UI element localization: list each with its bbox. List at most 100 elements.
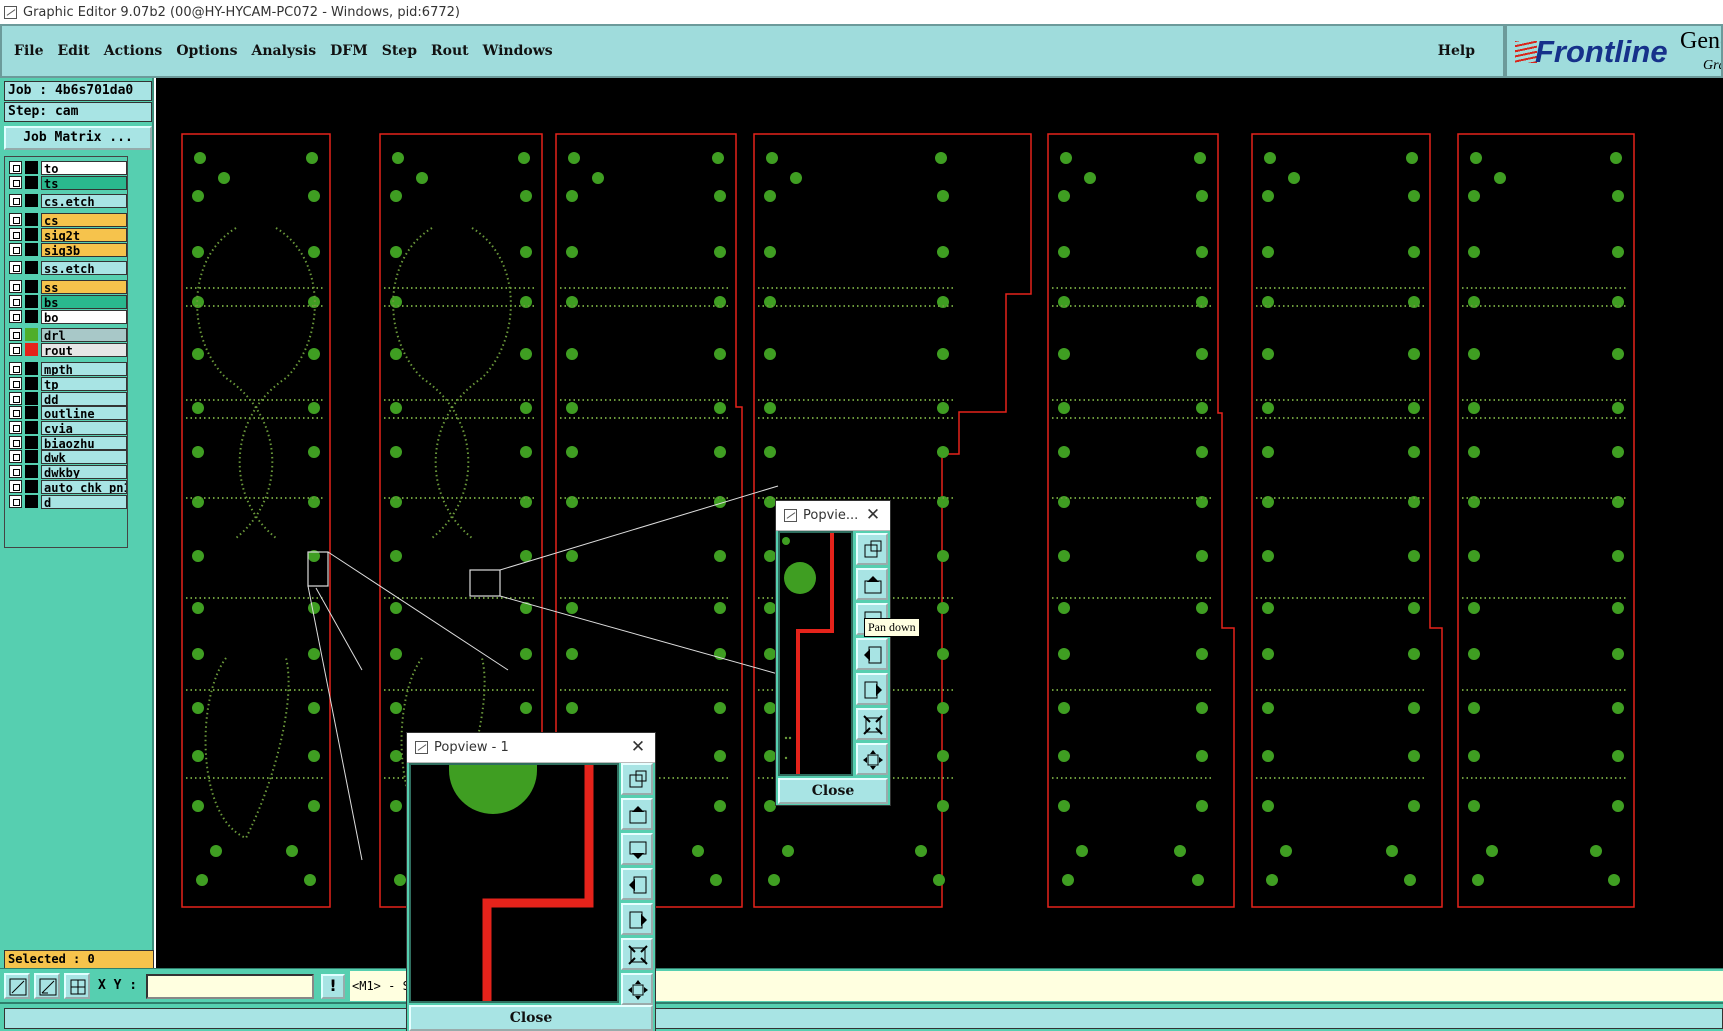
layer-row-dwk[interactable]: dwk (7, 449, 127, 464)
layer-row-rout[interactable]: rout (7, 342, 127, 357)
layer-color-swatch[interactable] (25, 450, 38, 463)
layer-name[interactable]: to (41, 160, 127, 175)
layer-color-swatch[interactable] (25, 362, 38, 375)
close-icon[interactable]: ✕ (630, 737, 646, 757)
layer-row-biaozhu[interactable]: biaozhu (7, 435, 127, 450)
window-titlebar[interactable]: Graphic Editor 9.07b2 (00@HY-HYCAM-PC072… (0, 0, 1723, 24)
zoom-in-button[interactable] (856, 533, 888, 565)
layer-color-swatch[interactable] (25, 377, 38, 390)
layer-name[interactable]: ts (41, 175, 127, 190)
layer-name[interactable]: ss (41, 279, 127, 294)
layer-row-ss-etch[interactable]: ss.etch (7, 260, 127, 275)
layer-checkbox[interactable] (9, 495, 22, 508)
popview-small-titlebar[interactable]: Popvie... (776, 501, 890, 531)
layer-name[interactable]: cs (41, 212, 127, 227)
layer-color-swatch[interactable] (25, 392, 38, 405)
layer-checkbox[interactable] (9, 377, 22, 390)
layer-name[interactable]: dwk (41, 449, 127, 464)
layer-checkbox[interactable] (9, 213, 22, 226)
layer-color-swatch[interactable] (25, 495, 38, 508)
coordinate-input[interactable] (146, 974, 314, 999)
zoom-in-button[interactable] (621, 763, 653, 795)
menu-actions[interactable]: Actions (103, 43, 163, 59)
layer-name[interactable]: drl (41, 327, 127, 342)
layer-color-swatch[interactable] (25, 310, 38, 323)
grid-tool-button[interactable] (64, 973, 90, 999)
layer-row-ss[interactable]: ss (7, 279, 127, 294)
layer-checkbox[interactable] (9, 406, 22, 419)
fit-button[interactable] (856, 708, 888, 740)
layer-row-cvia[interactable]: cvia (7, 420, 127, 435)
menu-windows[interactable]: Windows (482, 43, 553, 59)
pan-left-button[interactable] (856, 638, 888, 670)
layer-name[interactable]: rout (41, 342, 127, 357)
layer-name[interactable]: cs.etch (41, 193, 127, 208)
layer-name[interactable]: sig2t (41, 227, 127, 242)
layer-row-dwkby[interactable]: dwkby (7, 464, 127, 479)
layer-color-swatch[interactable] (25, 436, 38, 449)
job-matrix-button[interactable]: Job Matrix ... (4, 126, 152, 150)
layer-row-d[interactable]: d (7, 494, 127, 509)
layer-row-mpth[interactable]: mpth (7, 361, 127, 376)
menu-edit[interactable]: Edit (57, 43, 90, 59)
layer-checkbox[interactable] (9, 176, 22, 189)
layer-color-swatch[interactable] (25, 261, 38, 274)
layer-checkbox[interactable] (9, 362, 22, 375)
layer-checkbox[interactable] (9, 194, 22, 207)
layer-name[interactable]: mpth (41, 361, 127, 376)
menu-step[interactable]: Step (381, 43, 417, 59)
layer-checkbox[interactable] (9, 421, 22, 434)
center-button[interactable] (856, 743, 888, 775)
layer-row-sig3b[interactable]: sig3b (7, 242, 127, 257)
execute-button[interactable]: ! (321, 974, 345, 999)
layer-name[interactable]: ss.etch (41, 260, 127, 275)
layer-checkbox[interactable] (9, 436, 22, 449)
layer-color-swatch[interactable] (25, 176, 38, 189)
layer-checkbox[interactable] (9, 310, 22, 323)
layer-row-cs-etch[interactable]: cs.etch (7, 193, 127, 208)
layer-checkbox[interactable] (9, 280, 22, 293)
close-icon[interactable]: ✕ (865, 505, 881, 525)
menu-analysis[interactable]: Analysis (251, 43, 317, 59)
fit-button[interactable] (621, 938, 653, 970)
menu-dfm[interactable]: DFM (330, 43, 368, 59)
layer-row-tp[interactable]: tp (7, 376, 127, 391)
layer-name[interactable]: auto_chk_pn1 (41, 479, 127, 494)
pan-up-button[interactable] (856, 568, 888, 600)
layer-row-drl[interactable]: drl (7, 327, 127, 342)
layer-row-cs[interactable]: cs (7, 212, 127, 227)
layer-checkbox[interactable] (9, 328, 22, 341)
layer-row-to[interactable]: to (7, 160, 127, 175)
popview-small-canvas[interactable] (778, 531, 853, 776)
layer-name[interactable]: sig3b (41, 242, 127, 257)
layer-row-dd[interactable]: dd (7, 391, 127, 406)
layer-name[interactable]: d (41, 494, 127, 509)
center-button[interactable] (621, 973, 653, 1005)
popview-large-canvas[interactable] (409, 763, 619, 1003)
layer-color-swatch[interactable] (25, 480, 38, 493)
layer-row-auto-chk-pn1[interactable]: auto_chk_pn1 (7, 479, 127, 494)
layer-checkbox[interactable] (9, 228, 22, 241)
pan-right-button[interactable] (856, 673, 888, 705)
snap-tool-button[interactable] (34, 973, 60, 999)
layer-checkbox[interactable] (9, 392, 22, 405)
layer-checkbox[interactable] (9, 343, 22, 356)
layer-color-swatch[interactable] (25, 295, 38, 308)
layer-checkbox[interactable] (9, 450, 22, 463)
layer-name[interactable]: dd (41, 391, 127, 406)
pan-up-button[interactable] (621, 798, 653, 830)
menu-file[interactable]: File (14, 43, 44, 59)
layer-checkbox[interactable] (9, 295, 22, 308)
layer-color-swatch[interactable] (25, 228, 38, 241)
menu-options[interactable]: Options (176, 43, 238, 59)
menu-help[interactable]: Help (1437, 43, 1475, 59)
pan-right-button[interactable] (621, 903, 653, 935)
layer-name[interactable]: cvia (41, 420, 127, 435)
layer-checkbox[interactable] (9, 480, 22, 493)
pan-left-button[interactable] (621, 868, 653, 900)
layer-name[interactable]: outline (41, 405, 127, 420)
layer-row-bo[interactable]: bo (7, 309, 127, 324)
layer-checkbox[interactable] (9, 465, 22, 478)
layer-color-swatch[interactable] (25, 161, 38, 174)
popview-small-close-button[interactable]: Close (778, 778, 888, 804)
